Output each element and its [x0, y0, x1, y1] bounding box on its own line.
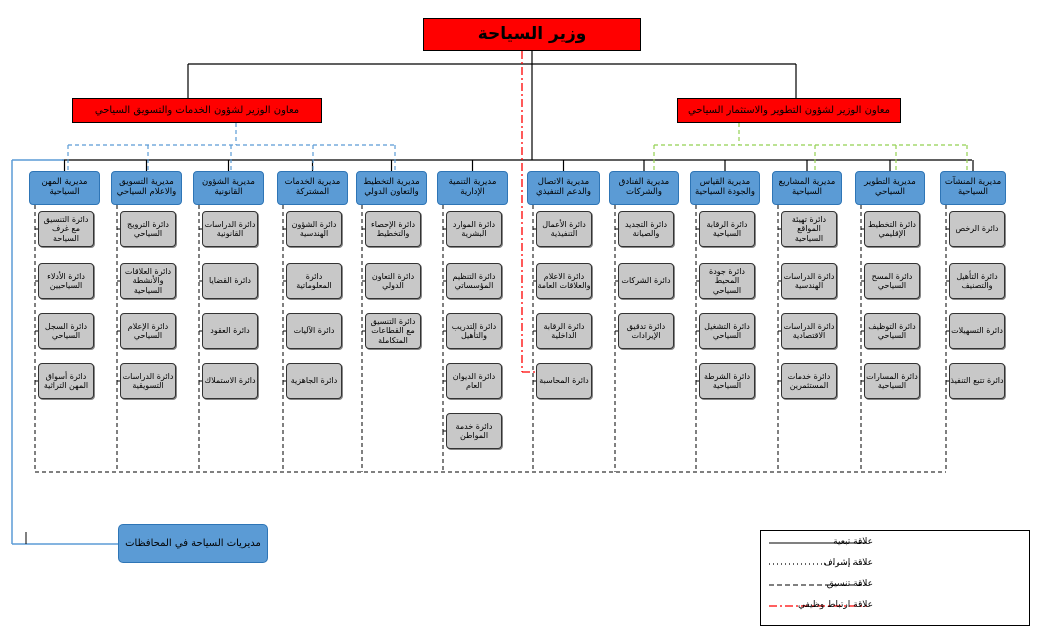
department-box: دائرة جودة المحيط السياحي: [699, 263, 755, 299]
legend: علاقة تبعية علاقة إشراف علاقة تنسيق علاق…: [760, 530, 1030, 626]
department-box: دائرة التنظيم المؤسساتي: [446, 263, 502, 299]
directorate-box: مديرية المهن السياحية: [29, 171, 100, 205]
directorate-box: مديرية الخدمات المشتركة: [277, 171, 348, 205]
department-box: دائرة الشركات: [618, 263, 674, 299]
directorate-box: مديرية الفنادق والشركات: [609, 171, 679, 205]
legend-label-subordination: علاقة تبعية: [833, 537, 873, 547]
department-box: دائرة التسهيلات: [949, 313, 1005, 349]
department-box: دائرة الاعلام والعلاقات العامة: [536, 263, 592, 299]
department-box: دائرة التجديد والصيانة: [618, 211, 674, 247]
legend-label-functional: علاقة ارتباط وظيفي: [797, 600, 873, 610]
legend-label-coordination: علاقة تنسيق: [826, 579, 873, 589]
directorate-box: مديرية المنشآت السياحية: [940, 171, 1006, 205]
department-box: دائرة الشؤون الهندسية: [286, 211, 342, 247]
department-box: دائرة خدمة المواطن: [446, 413, 502, 449]
directorate-box: مديرية التطوير السياحي: [855, 171, 925, 205]
department-box: دائرة تهيئة المواقع السياحية: [781, 211, 837, 247]
department-box: دائرة الديوان العام: [446, 363, 502, 399]
directorate-box: مديرية الشؤون القانونية: [193, 171, 264, 205]
department-box: دائرة المسح السياحي: [864, 263, 920, 299]
department-box: دائرة الاستملاك: [202, 363, 258, 399]
department-box: دائرة الرقابة السياحية: [699, 211, 755, 247]
directorate-box: مديرية المشاريع السياحية: [772, 171, 842, 205]
department-box: دائرة الرخص: [949, 211, 1005, 247]
department-box: دائرة المسارات السياحية: [864, 363, 920, 399]
department-box: دائرة الأعمال التنفيذية: [536, 211, 592, 247]
deputy-services: معاون الوزير لشؤون الخدمات والتسويق السي…: [72, 98, 322, 123]
department-box: دائرة المحاسبة: [536, 363, 592, 399]
department-box: دائرة الدراسات التسويقية: [120, 363, 176, 399]
department-box: دائرة الموارد البشرية: [446, 211, 502, 247]
department-box: دائرة التعاون الدولي: [365, 263, 421, 299]
directorate-box: مديرية التنمية الإدارية: [437, 171, 508, 205]
department-box: دائرة التدريب والتأهيل: [446, 313, 502, 349]
directorate-box: مديرية القياس والجودة السياحية: [690, 171, 760, 205]
department-box: دائرة الإحصاء والتخطيط: [365, 211, 421, 247]
department-box: دائرة القضايا: [202, 263, 258, 299]
department-box: دائرة المعلوماتية: [286, 263, 342, 299]
department-box: دائرة خدمات المستثمرين: [781, 363, 837, 399]
department-box: دائرة أسواق المهن التراثية: [38, 363, 94, 399]
legend-lines: [769, 542, 867, 607]
provincial-directorates-box: مديريات السياحة في المحافظات: [118, 524, 268, 563]
department-box: دائرة الدراسات الاقتصادية: [781, 313, 837, 349]
department-box: دائرة العلاقات والأنشطة السياحية: [120, 263, 176, 299]
department-box: دائرة التأهيل والتصنيف: [949, 263, 1005, 299]
minister-box: وزير السياحة: [423, 18, 641, 51]
department-box: دائرة الشرطة السياحية: [699, 363, 755, 399]
department-box: دائرة التخطيط الإقليمي: [864, 211, 920, 247]
directorate-box: مديرية الاتصال والدعم التنفيذي: [527, 171, 600, 205]
department-box: دائرة تدقيق الإيرادات: [618, 313, 674, 349]
department-box: دائرة التوظيف السياحي: [864, 313, 920, 349]
directorate-box: مديرية التخطيط والتعاون الدولي: [356, 171, 427, 205]
department-box: دائرة الإعلام السياحي: [120, 313, 176, 349]
department-box: دائرة التنسيق مع القطاعات المتكاملة: [365, 313, 421, 349]
department-box: دائرة الدراسات الهندسية: [781, 263, 837, 299]
department-box: دائرة العقود: [202, 313, 258, 349]
department-box: دائرة الدراسات القانونية: [202, 211, 258, 247]
department-box: دائرة الآليات: [286, 313, 342, 349]
department-box: دائرة التشغيل السياحي: [699, 313, 755, 349]
department-box: دائرة الترويج السياحي: [120, 211, 176, 247]
department-box: دائرة السجل السياحي: [38, 313, 94, 349]
department-box: دائرة الأدلاء السياحيين: [38, 263, 94, 299]
department-box: دائرة الرقابة الداخلية: [536, 313, 592, 349]
deputy-development: معاون الوزير لشؤون التطوير والاستثمار ال…: [677, 98, 901, 123]
directorate-box: مديرية التسويق والاعلام السياحي: [111, 171, 182, 205]
department-box: دائرة التنسيق مع غرف السياحة: [38, 211, 94, 247]
department-box: دائرة تتبع التنفيذ: [949, 363, 1005, 399]
department-box: دائرة الجاهزية: [286, 363, 342, 399]
legend-label-supervision: علاقة إشراف: [823, 558, 873, 568]
